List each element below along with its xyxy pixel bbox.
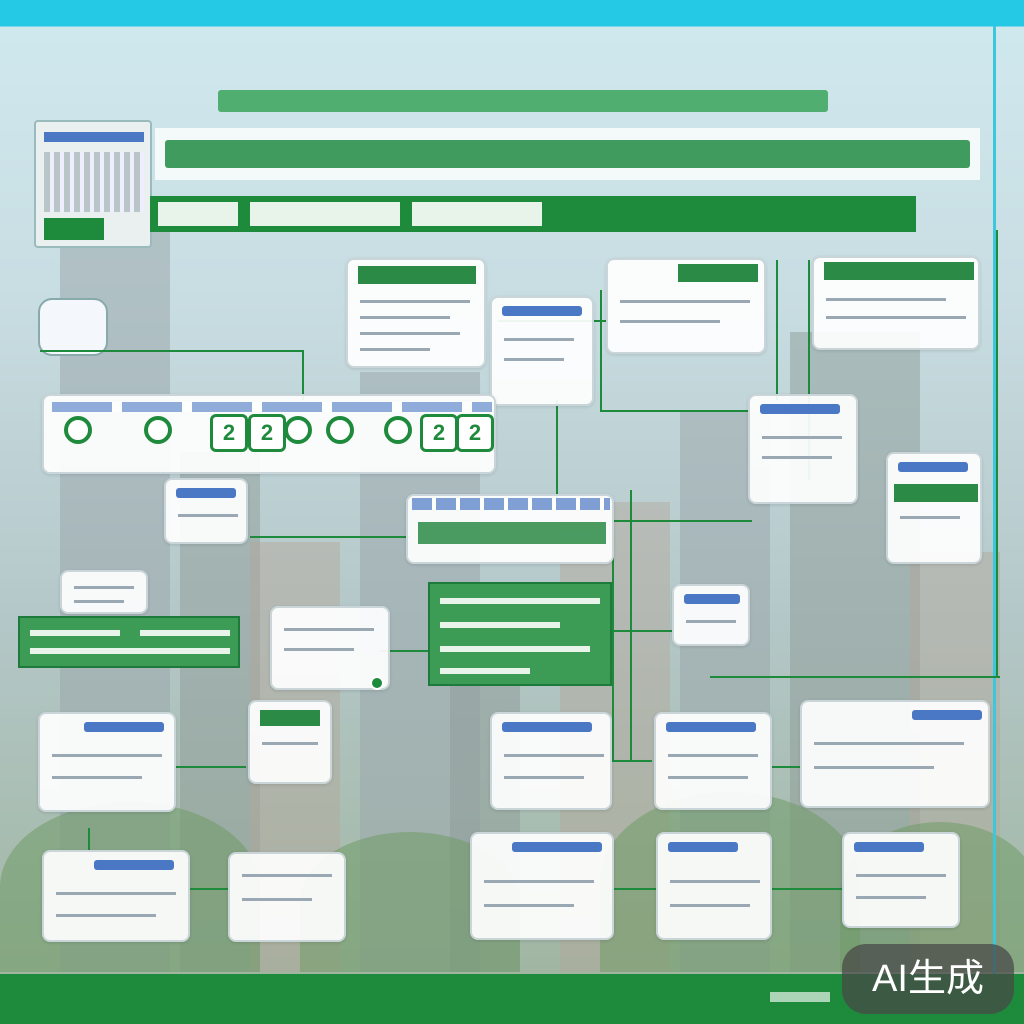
counter-value: 2 <box>456 414 494 452</box>
diagram-panel-13 <box>800 700 990 808</box>
diagram-panel-15 <box>228 852 346 942</box>
diagram-panel-3 <box>606 258 766 354</box>
section-label-panel <box>406 494 614 564</box>
diagram-panel-10 <box>248 700 332 784</box>
diagram-panel-12 <box>654 712 772 810</box>
counter-value: 2 <box>420 414 458 452</box>
printer-icon <box>38 298 108 356</box>
diagram-panel-8 <box>672 584 750 646</box>
green-label-bar <box>18 616 240 668</box>
diagram-panel-5 <box>748 394 858 504</box>
page-title <box>218 86 828 116</box>
diagram-panel-9 <box>38 712 176 812</box>
counter-row: 2 2 2 2 <box>42 394 496 474</box>
diagram-panel-2 <box>490 296 594 406</box>
diagram-panel-6 <box>886 452 982 564</box>
diagram-panel-17 <box>656 832 772 940</box>
thumbnail-panel <box>164 478 248 544</box>
page-subtitle <box>155 128 980 180</box>
diagram-panel-1 <box>346 258 486 368</box>
diagram-panel-11 <box>490 712 612 810</box>
central-green-panel <box>428 582 612 686</box>
diagram-panel-16 <box>470 832 614 940</box>
counter-value: 2 <box>210 414 248 452</box>
ai-generated-badge: AI生成 <box>842 944 1014 1014</box>
header-banner <box>150 196 916 232</box>
counter-value: 2 <box>248 414 286 452</box>
diagram-panel-18 <box>842 832 960 928</box>
building-icon <box>34 120 152 248</box>
diagram-panel-4 <box>812 256 980 350</box>
diagram-panel-left <box>60 570 148 614</box>
diagram-panel-14 <box>42 850 190 942</box>
